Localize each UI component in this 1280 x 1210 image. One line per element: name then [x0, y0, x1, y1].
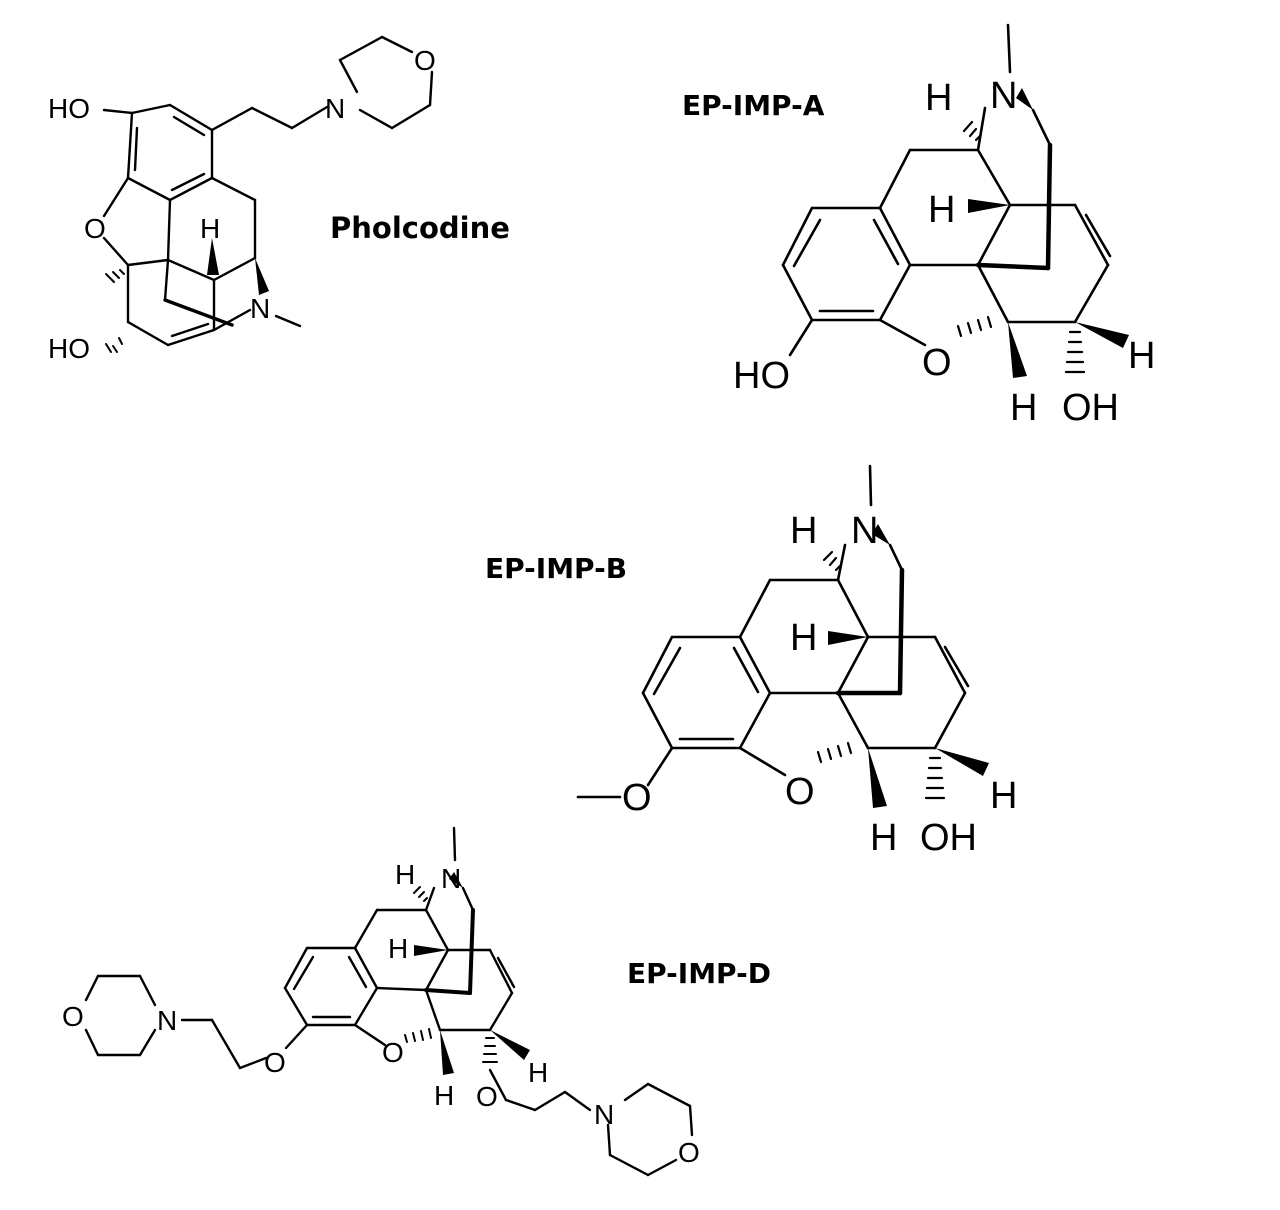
atom-label: N: [851, 510, 878, 552]
atom-label: O: [264, 1047, 286, 1078]
atom-label: H: [1010, 387, 1037, 429]
ep-imp-a-stereo: [956, 88, 1129, 378]
ep-imp-d-structure: [84, 826, 694, 1177]
ep-imp-a-atoms: N H H HO O H H OH: [733, 75, 1155, 429]
ep-imp-d-stereo: [404, 872, 530, 1075]
pholcodine-atoms: HO N O O H N HO: [48, 45, 436, 364]
atom-label: H: [200, 213, 220, 244]
ep-imp-b-structure: [576, 464, 970, 799]
atom-label: O: [476, 1081, 498, 1112]
atom-label: H: [528, 1057, 548, 1088]
atom-label: H: [990, 775, 1017, 817]
compound-name-pholcodine: Pholcodine: [330, 211, 510, 245]
ep-imp-d-atoms: N H H O O N O H H O N O: [62, 859, 700, 1168]
atom-label: N: [594, 1099, 614, 1130]
atom-label: H: [870, 817, 897, 859]
atom-label: H: [925, 77, 952, 119]
atom-label: O: [785, 771, 815, 813]
atom-label: H: [790, 617, 817, 659]
ep-imp-b-atoms: N H H O O H H OH: [622, 510, 1017, 859]
atom-label: H: [395, 859, 415, 890]
atom-label: H: [1128, 335, 1155, 377]
atom-label: N: [441, 863, 461, 894]
atom-label: O: [62, 1001, 84, 1032]
atom-label: N: [990, 75, 1017, 117]
atom-label: N: [325, 93, 345, 124]
atom-label: O: [382, 1037, 404, 1068]
atom-label: O: [922, 342, 952, 384]
atom-label: O: [678, 1137, 700, 1168]
atom-label: HO: [48, 333, 90, 364]
pholcodine-stereo: [105, 238, 269, 353]
compound-name-ep-imp-a: EP-IMP-A: [682, 89, 825, 122]
atom-label: H: [434, 1080, 454, 1111]
atom-label: H: [388, 933, 408, 964]
atom-label: O: [622, 777, 652, 819]
atom-label: OH: [1062, 387, 1119, 429]
compound-name-ep-imp-b: EP-IMP-B: [485, 552, 627, 585]
pholcodine-structure: [102, 35, 434, 347]
atom-label: O: [414, 45, 436, 76]
ep-imp-b-stereo: [816, 524, 989, 808]
compound-name-ep-imp-d: EP-IMP-D: [627, 957, 771, 990]
atom-label: O: [84, 213, 106, 244]
atom-label: OH: [920, 817, 977, 859]
atom-label: H: [928, 189, 955, 231]
atom-label: HO: [733, 355, 790, 397]
ep-imp-a-structure: [781, 23, 1112, 357]
atom-label: H: [790, 510, 817, 552]
atom-label: N: [250, 293, 270, 324]
atom-label: N: [157, 1005, 177, 1036]
atom-label: HO: [48, 93, 90, 124]
